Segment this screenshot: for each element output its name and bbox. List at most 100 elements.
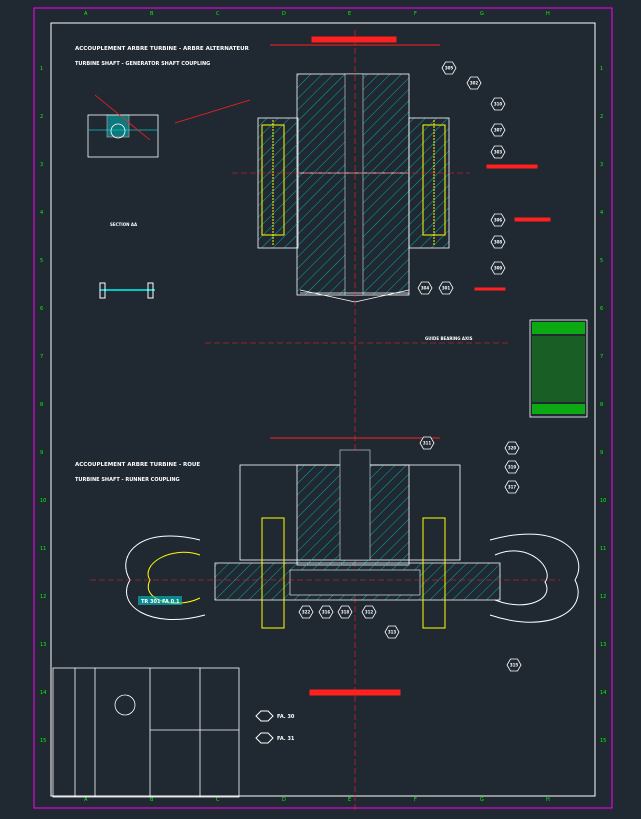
bottom-dimension-lines bbox=[90, 437, 560, 696]
zone-number: 15 bbox=[600, 738, 606, 744]
zone-number: 10 bbox=[600, 498, 606, 504]
svg-text:SECTION AA: SECTION AA bbox=[110, 222, 138, 227]
zone-number: 15 bbox=[40, 738, 46, 744]
zone-number: 2 bbox=[40, 114, 43, 120]
part-ref-label: 317 bbox=[508, 485, 517, 490]
part-ref-hexagon bbox=[504, 480, 520, 494]
guide-bearing-label: GUIDE BEARING AXIS bbox=[425, 336, 473, 341]
svg-text:TR 301 FA 0.1: TR 301 FA 0.1 bbox=[141, 599, 180, 605]
part-ref-label: 303 bbox=[494, 150, 503, 155]
part-ref-label: 306 bbox=[494, 218, 503, 223]
drawing-border-inner bbox=[50, 22, 596, 797]
zone-number: 3 bbox=[600, 162, 603, 168]
zone-number: 5 bbox=[40, 258, 43, 264]
zone-number: 14 bbox=[600, 690, 606, 696]
top-dimension-lines bbox=[205, 30, 551, 810]
part-ref-hexagon bbox=[490, 213, 506, 227]
part-ref-hexagon bbox=[466, 76, 482, 90]
part-ref-label: 312 bbox=[365, 610, 374, 615]
zone-letter: F bbox=[414, 797, 417, 803]
zone-number: 5 bbox=[600, 258, 603, 264]
top-coupling-titles: ACCOUPLEMENT ARBRE TURBINE - ARBRE ALTER… bbox=[75, 46, 250, 67]
zone-number: 4 bbox=[600, 210, 603, 216]
part-ref-hexagon bbox=[504, 460, 520, 474]
zone-number: 1 bbox=[40, 66, 43, 72]
zone-letter: F bbox=[414, 11, 417, 17]
top-shaft bbox=[257, 73, 450, 303]
zone-number: 10 bbox=[40, 498, 46, 504]
zone-number: 14 bbox=[40, 690, 46, 696]
svg-text:FA. 30: FA. 30 bbox=[277, 714, 295, 720]
bottom-bolts bbox=[261, 517, 446, 629]
part-ref-hexagon bbox=[337, 605, 353, 619]
part-ref-label: 310 bbox=[494, 102, 503, 107]
zone-letter: C bbox=[216, 11, 220, 17]
part-ref-label: 320 bbox=[508, 446, 517, 451]
section-aa: SECTION AA bbox=[99, 222, 155, 299]
part-ref-hexagon bbox=[504, 441, 520, 455]
zone-letter: B bbox=[150, 797, 154, 803]
bottom-coupling-titles: ACCOUPLEMENT ARBRE TURBINE - ROUE TURBIN… bbox=[75, 462, 200, 483]
bottom-shaft bbox=[214, 449, 501, 601]
zone-letter: A bbox=[84, 11, 88, 17]
part-ref-label: 316 bbox=[322, 610, 331, 615]
svg-text:FA. 31: FA. 31 bbox=[277, 736, 295, 742]
part-ref-hexagon bbox=[490, 97, 506, 111]
part-ref-hexagon bbox=[441, 61, 457, 75]
zone-letter: D bbox=[282, 11, 286, 17]
part-ref-hexagon bbox=[490, 145, 506, 159]
part-ref-label: 302 bbox=[470, 81, 479, 86]
zone-letter: C bbox=[216, 797, 220, 803]
zone-number: 1 bbox=[600, 66, 603, 72]
part-ref-hexagon bbox=[361, 605, 377, 619]
part-ref-label: 304 bbox=[421, 286, 430, 291]
runner-blade-right bbox=[489, 533, 580, 623]
zone-number: 12 bbox=[600, 594, 606, 600]
zone-number: 6 bbox=[40, 306, 43, 312]
runner-label-box: TR 301 FA 0.1 bbox=[138, 596, 182, 605]
part-ref-label: 322 bbox=[302, 610, 311, 615]
title-fr-top: ACCOUPLEMENT ARBRE TURBINE - ARBRE ALTER… bbox=[75, 46, 250, 52]
zone-number: 8 bbox=[40, 402, 43, 408]
part-ref-hexagon bbox=[438, 281, 454, 295]
drawing-border-outer bbox=[33, 7, 613, 809]
zone-letter: D bbox=[282, 797, 286, 803]
zone-letter: E bbox=[348, 11, 351, 17]
zone-number: 7 bbox=[40, 354, 43, 360]
zone-number: 11 bbox=[600, 546, 606, 552]
part-ref-hexagon bbox=[298, 605, 314, 619]
parts-table bbox=[529, 319, 588, 418]
zone-number: 8 bbox=[600, 402, 603, 408]
title-en-bottom: TURBINE SHAFT - RUNNER COUPLING bbox=[75, 477, 180, 483]
title-en-top: TURBINE SHAFT - GENERATOR SHAFT COUPLING bbox=[75, 61, 210, 67]
zone-letter: B bbox=[150, 11, 154, 17]
zone-letter: H bbox=[546, 11, 550, 17]
zone-number: 2 bbox=[600, 114, 603, 120]
part-ref-label: 313 bbox=[388, 630, 397, 635]
part-ref-label: 308 bbox=[494, 240, 503, 245]
part-ref-label: 305 bbox=[445, 66, 454, 71]
zone-number: 13 bbox=[600, 642, 606, 648]
zone-letter: G bbox=[480, 11, 484, 17]
zone-number: 4 bbox=[40, 210, 43, 216]
title-fr-bottom: ACCOUPLEMENT ARBRE TURBINE - ROUE bbox=[75, 462, 200, 468]
zone-letter: H bbox=[546, 797, 550, 803]
title-block bbox=[52, 667, 240, 798]
part-ref-hexagon bbox=[490, 261, 506, 275]
part-refs-top: 305 302 310 307 303 306 308 309 304 301 bbox=[417, 61, 506, 295]
part-ref-label: 307 bbox=[494, 128, 503, 133]
part-ref-label: 301 bbox=[442, 286, 451, 291]
zone-number: 6 bbox=[600, 306, 603, 312]
part-ref-hexagon bbox=[506, 658, 522, 672]
zone-number: 11 bbox=[40, 546, 46, 552]
top-bolts bbox=[261, 120, 446, 245]
detail-view bbox=[87, 94, 251, 158]
part-ref-label: 318 bbox=[341, 610, 350, 615]
zone-letter: E bbox=[348, 797, 351, 803]
part-ref-label: 315 bbox=[510, 663, 519, 668]
zone-number: 9 bbox=[600, 450, 603, 456]
part-ref-label: 309 bbox=[494, 266, 503, 271]
part-ref-hexagon bbox=[318, 605, 334, 619]
